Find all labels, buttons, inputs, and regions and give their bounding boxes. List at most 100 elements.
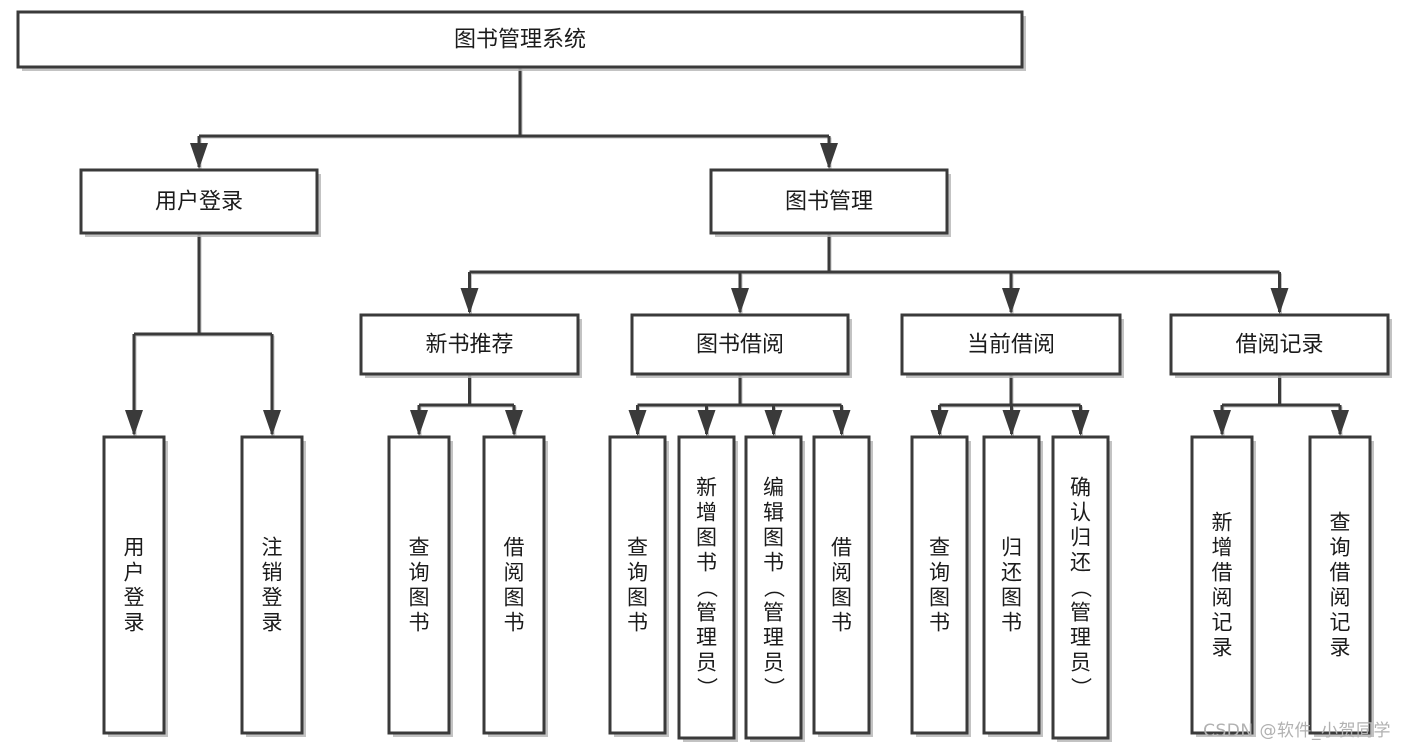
svg-text:销: 销: [262, 561, 283, 585]
svg-text:查: 查: [627, 536, 648, 560]
node-label-book-borrow: 图书借阅: [696, 333, 784, 358]
svg-text:阅: 阅: [504, 561, 525, 585]
svg-text:书: 书: [627, 611, 648, 635]
node-label-user-login: 用户登录: [155, 190, 243, 215]
node-layer: 图书管理系统用户登录图书管理用户登录注销登录新书推荐查询图书借阅图书图书借阅查询…: [16, 10, 1392, 742]
leaf-add-borrow-record-box[interactable]: [1190, 435, 1254, 735]
svg-text:注: 注: [262, 536, 283, 560]
svg-text:归: 归: [1001, 536, 1022, 560]
svg-text:增: 增: [1212, 536, 1233, 560]
svg-text:登: 登: [124, 586, 145, 610]
svg-text:（: （: [695, 577, 719, 598]
leaf-edit-book-admin-box[interactable]: [744, 435, 803, 740]
arrow-to-query-book-bor: [628, 410, 647, 436]
node-borrow-record-box[interactable]: [1169, 313, 1390, 376]
arrow-to-borrow-book-bor: [832, 410, 851, 436]
node-current-borrow-box[interactable]: [900, 313, 1122, 376]
svg-text:借: 借: [504, 536, 525, 560]
svg-text:登: 登: [262, 586, 283, 610]
svg-text:管: 管: [1070, 601, 1091, 625]
root-node-label: 图书管理系统: [454, 28, 586, 53]
node-book-borrow-box[interactable]: [630, 313, 850, 376]
svg-text:书: 书: [763, 551, 784, 575]
svg-text:）: ）: [1069, 677, 1093, 698]
svg-text:书: 书: [1001, 611, 1022, 635]
svg-text:还: 还: [1001, 561, 1022, 585]
leaf-borrow-book-bor-box[interactable]: [812, 435, 871, 735]
svg-text:新: 新: [696, 476, 717, 500]
svg-text:户: 户: [124, 561, 145, 585]
svg-text:图: 图: [504, 586, 525, 610]
svg-text:书: 书: [504, 611, 525, 635]
arrow-to-user-logout: [263, 410, 281, 436]
arrow-to-borrow-book-rec: [505, 410, 523, 436]
svg-text:录: 录: [1330, 636, 1351, 660]
svg-text:新: 新: [1212, 511, 1233, 535]
svg-text:管: 管: [763, 601, 784, 625]
svg-text:录: 录: [262, 611, 283, 635]
svg-text:理: 理: [696, 626, 717, 650]
arrow-to-query-book-cur: [930, 410, 949, 436]
leaf-user-login-do-box[interactable]: [102, 435, 166, 735]
arrow-to-book-borrow: [731, 288, 749, 314]
svg-text:查: 查: [409, 536, 430, 560]
arrow-to-user-login: [190, 143, 208, 169]
svg-text:图: 图: [696, 526, 717, 550]
svg-text:借: 借: [831, 536, 852, 560]
svg-text:）: ）: [762, 677, 786, 698]
svg-text:记: 记: [1330, 611, 1351, 635]
svg-text:书: 书: [696, 551, 717, 575]
leaf-return-book-box[interactable]: [982, 435, 1041, 735]
arrow-to-new-book-recommend: [460, 288, 479, 314]
leaf-borrow-book-rec-box[interactable]: [482, 435, 546, 735]
arrow-to-user-login-do: [125, 410, 143, 436]
svg-text:（: （: [1069, 577, 1093, 598]
svg-text:录: 录: [1212, 636, 1233, 660]
svg-text:确: 确: [1070, 476, 1091, 500]
arrow-to-query-borrow-record: [1331, 410, 1349, 436]
svg-text:查: 查: [929, 536, 950, 560]
svg-text:员: 员: [696, 651, 717, 675]
svg-text:用: 用: [124, 536, 145, 560]
arrow-to-borrow-record: [1270, 288, 1289, 314]
svg-text:员: 员: [763, 651, 784, 675]
svg-text:图: 图: [763, 526, 784, 550]
leaf-query-book-bor-box[interactable]: [608, 435, 667, 735]
svg-text:阅: 阅: [831, 561, 852, 585]
arrow-to-add-book-admin: [697, 410, 716, 436]
node-label-borrow-record: 借阅记录: [1235, 333, 1323, 358]
svg-text:询: 询: [627, 561, 648, 585]
leaf-query-borrow-record-box[interactable]: [1308, 435, 1372, 735]
leaf-query-book-rec-box[interactable]: [387, 435, 451, 735]
svg-text:理: 理: [763, 626, 784, 650]
svg-text:图: 图: [929, 586, 950, 610]
svg-text:（: （: [762, 577, 786, 598]
svg-text:辑: 辑: [763, 501, 784, 525]
leaf-confirm-return-admin-box[interactable]: [1051, 435, 1110, 740]
connector-layer: [125, 67, 1349, 436]
node-book-manage-box[interactable]: [709, 168, 949, 235]
svg-text:记: 记: [1212, 611, 1233, 635]
leaf-query-book-cur-box[interactable]: [910, 435, 969, 735]
leaf-add-book-admin-box[interactable]: [677, 435, 736, 740]
arrow-to-return-book: [1002, 410, 1021, 436]
node-label-new-book-recommend: 新书推荐: [425, 333, 513, 358]
svg-text:借: 借: [1212, 561, 1233, 585]
leaf-label-user-login-do: 用户登录: [124, 536, 145, 635]
node-label-current-borrow: 当前借阅: [967, 333, 1055, 358]
svg-text:归: 归: [1070, 526, 1091, 550]
svg-text:录: 录: [124, 611, 145, 635]
leaf-user-logout-box[interactable]: [240, 435, 304, 735]
node-new-book-recommend-box[interactable]: [359, 313, 580, 376]
root-node-book-management-system-box[interactable]: [16, 10, 1024, 69]
svg-text:编: 编: [763, 476, 784, 500]
node-user-login-box[interactable]: [79, 168, 319, 235]
